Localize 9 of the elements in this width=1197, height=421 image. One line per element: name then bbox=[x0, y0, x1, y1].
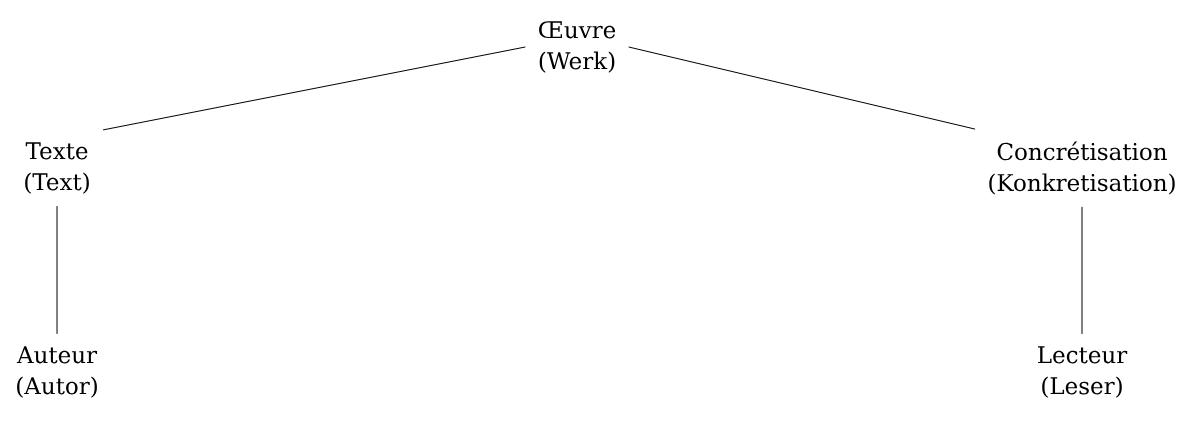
concept-label: Auteur (Autor) bbox=[16, 346, 98, 398]
concept-label: Lecteur (Leser) bbox=[1038, 346, 1128, 398]
connector-line bbox=[56, 205, 58, 335]
concept-label: Œuvre (Werk) bbox=[539, 21, 616, 73]
connector-line bbox=[102, 46, 526, 131]
connector-line bbox=[1081, 206, 1083, 335]
concept-label: Texte (Text) bbox=[25, 142, 89, 194]
concept-label: Concrétisation (Konkretisation) bbox=[989, 141, 1175, 195]
connector-line bbox=[628, 46, 976, 130]
